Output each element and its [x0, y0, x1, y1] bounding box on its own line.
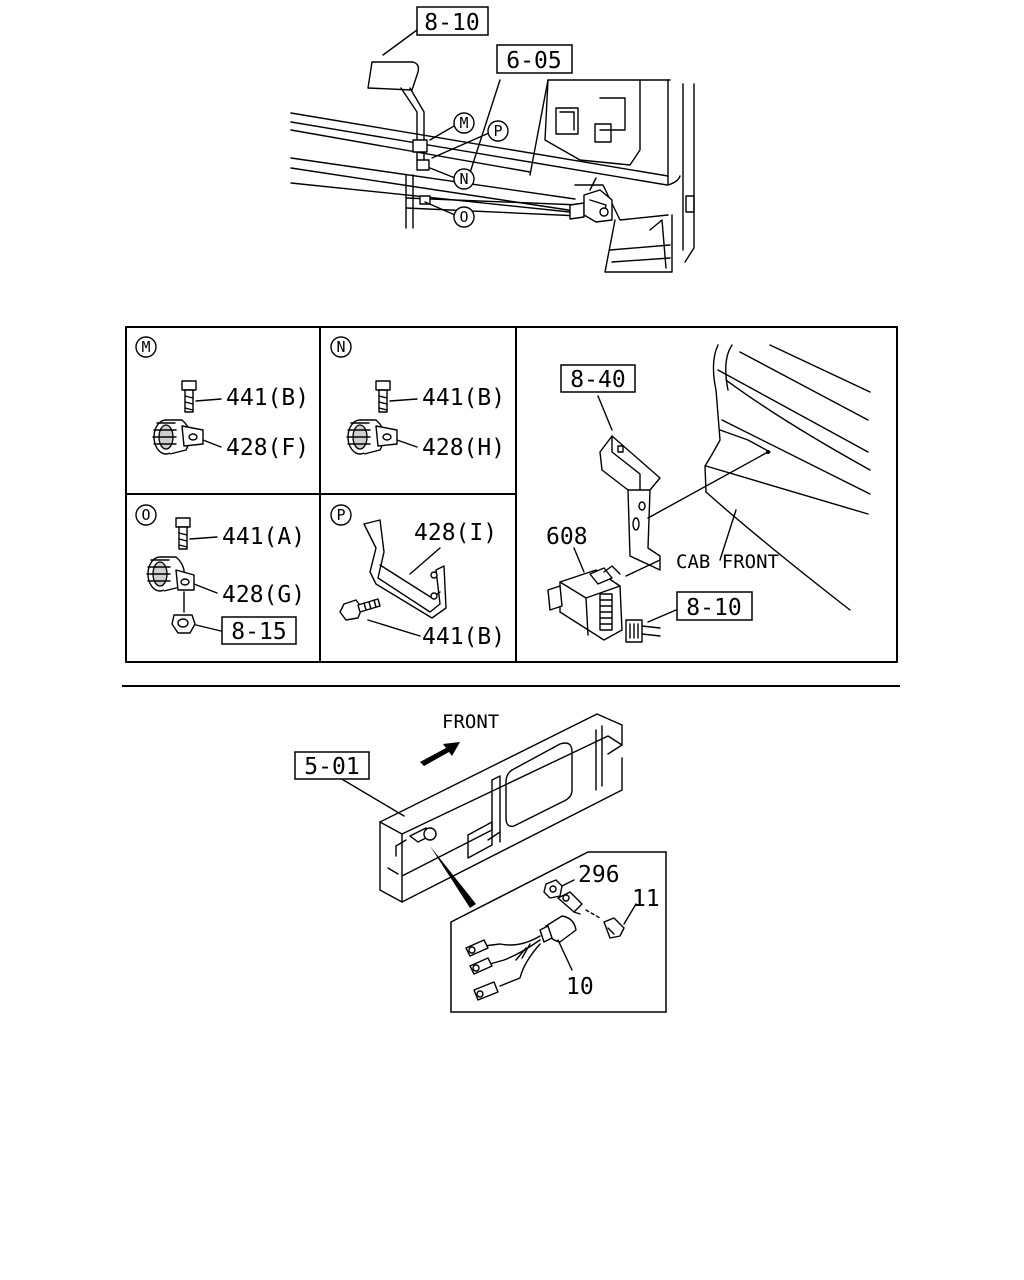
bolt-441b-n: 441(B) — [422, 385, 505, 411]
mark-m: M — [141, 338, 150, 356]
detail-p: P 428(I) 441(B) — [330, 504, 505, 650]
cab-front-caption: CAB FRONT — [676, 551, 779, 573]
part-608: 608 — [546, 524, 588, 550]
clamp-428g: 428(G) — [222, 582, 305, 608]
clamp-428h: 428(H) — [422, 435, 505, 461]
bolt-441a: 441(A) — [222, 524, 305, 550]
nut-296: 296 — [578, 862, 620, 888]
ref-8-40: 8-40 — [570, 367, 625, 393]
ref-5-01: 5-01 — [304, 754, 359, 780]
bolt-11: 11 — [632, 886, 660, 912]
bolt-441b-m: 441(B) — [226, 385, 309, 411]
frame-view — [339, 713, 623, 908]
top-cab-view — [290, 29, 695, 273]
detail-n: N 441(B) 428(H) — [330, 336, 505, 461]
front-label: FRONT — [442, 711, 499, 733]
detail-o: O 441(A) 428(G) 8-15 — [135, 504, 305, 645]
switch-10: 10 — [566, 974, 594, 1000]
cab-front-detail — [547, 344, 871, 643]
clamp-428f: 428(F) — [226, 435, 309, 461]
ref-8-10-top: 8-10 — [424, 10, 479, 36]
mark-p: P — [336, 506, 345, 524]
mark-n: N — [336, 338, 345, 356]
mark-o: O — [141, 506, 150, 524]
ref-6-05: 6-05 — [506, 48, 561, 74]
mark-m-top: M — [459, 114, 468, 132]
bolt-441b-p: 441(B) — [422, 624, 505, 650]
mark-n-top: N — [459, 170, 468, 188]
mark-o-top: O — [459, 208, 468, 226]
ref-8-15: 8-15 — [231, 619, 286, 645]
switch-detail — [450, 851, 667, 1013]
ref-8-10-cab: 8-10 — [686, 595, 741, 621]
mark-p-top: P — [493, 122, 502, 140]
bracket-428i: 428(I) — [414, 520, 497, 546]
detail-m: M 441(B) 428(F) — [135, 336, 309, 461]
front-arrow-icon — [420, 742, 460, 766]
detail-grid — [125, 326, 898, 663]
